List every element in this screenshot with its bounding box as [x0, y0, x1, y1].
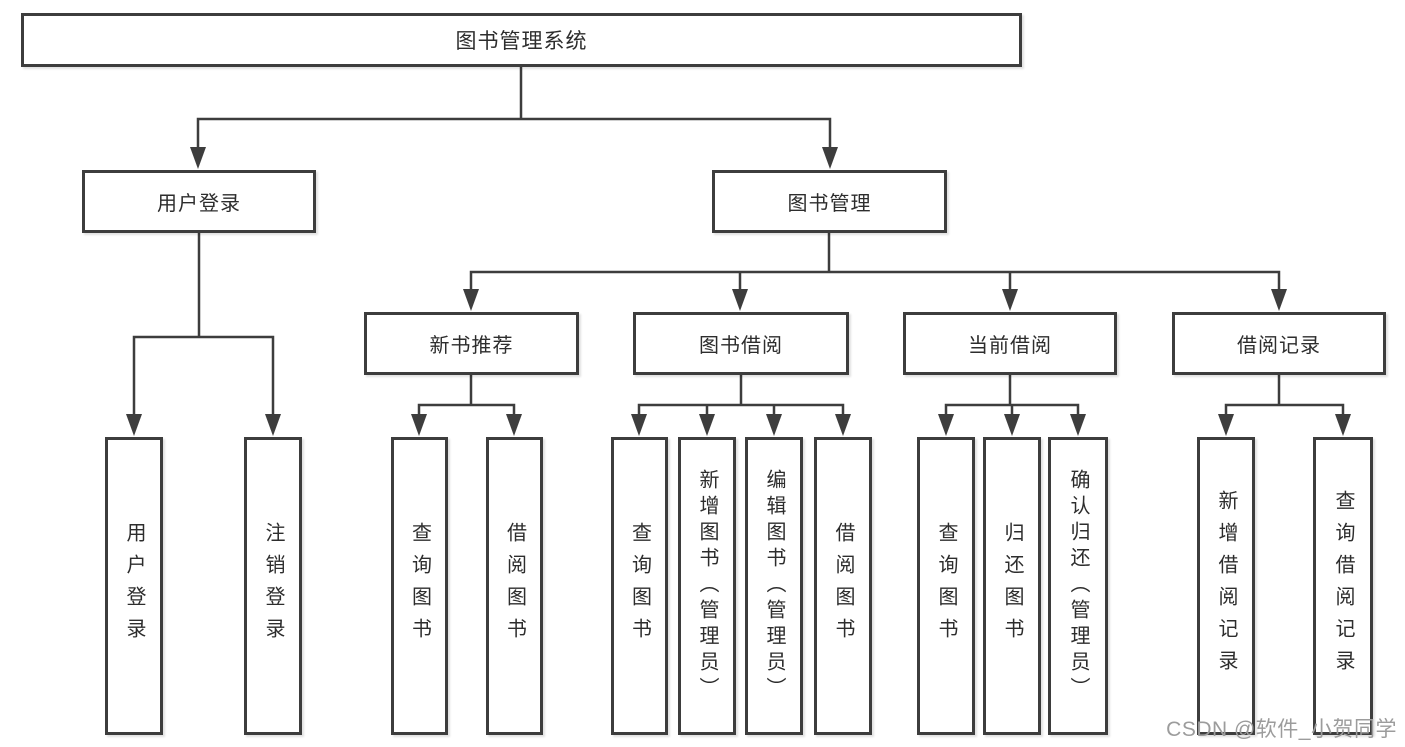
leaf-bb-edit-books-admin: 编辑图书（管理员） — [745, 437, 803, 735]
arrowhead — [1070, 414, 1086, 436]
node-label: 借阅图书 — [832, 522, 854, 650]
arrowhead — [699, 414, 715, 436]
node-label: 新增图书（管理员） — [696, 469, 718, 703]
node-label: 新增借阅记录 — [1215, 490, 1237, 682]
arrowhead — [822, 147, 838, 169]
leaf-bb-query-books: 查询图书 — [611, 437, 668, 735]
leaf-cb-return-books: 归还图书 — [983, 437, 1041, 735]
connector-new-book-to-children — [417, 372, 516, 418]
arrowhead — [631, 414, 647, 436]
node-label: 查询图书 — [935, 522, 957, 650]
arrowhead — [938, 414, 954, 436]
leaf-bb-borrow-books: 借阅图书 — [814, 437, 872, 735]
connector-user-login-to-children — [132, 230, 275, 418]
node-borrow-records: 借阅记录 — [1172, 312, 1386, 375]
node-label: 图书管理系统 — [455, 30, 588, 53]
arrowhead — [411, 414, 427, 436]
arrowhead — [835, 414, 851, 436]
connector-root-to-level2 — [196, 64, 832, 152]
leaf-br-add-record: 新增借阅记录 — [1197, 437, 1255, 735]
leaf-nb-borrow-books: 借阅图书 — [486, 437, 543, 735]
node-label: 当前借阅 — [968, 335, 1052, 357]
node-label: 用户登录 — [123, 522, 145, 650]
node-label: 查询图书 — [628, 522, 651, 650]
arrowhead — [766, 414, 782, 436]
connector-borrow-records-to-children — [1224, 372, 1345, 418]
node-new-book-recommend: 新书推荐 — [364, 312, 579, 375]
csdn-watermark: CSDN @软件_小贺同学 — [1166, 718, 1397, 741]
leaf-br-query-record: 查询借阅记录 — [1313, 437, 1373, 735]
node-label: 图书管理 — [787, 193, 872, 215]
node-label: 图书借阅 — [699, 335, 783, 357]
arrowhead — [1004, 414, 1020, 436]
arrowhead — [126, 414, 142, 436]
node-user-login: 用户登录 — [82, 170, 316, 233]
node-library-management-system: 图书管理系统 — [21, 13, 1022, 67]
arrowhead — [1335, 414, 1351, 436]
connector-book-management-to-level3 — [469, 230, 1281, 293]
arrowhead — [1271, 289, 1287, 311]
arrowhead — [190, 147, 206, 169]
node-book-management: 图书管理 — [712, 170, 947, 233]
node-label: 查询图书 — [408, 522, 431, 650]
arrowhead — [463, 289, 479, 311]
leaf-nb-query-books: 查询图书 — [391, 437, 448, 735]
node-label: 借阅记录 — [1237, 335, 1321, 357]
node-label: 新书推荐 — [429, 335, 514, 357]
node-label: 编辑图书（管理员） — [763, 469, 785, 703]
leaf-cb-query-books: 查询图书 — [917, 437, 975, 735]
arrowhead — [732, 289, 748, 311]
leaf-logout: 注销登录 — [244, 437, 302, 735]
node-label: 借阅图书 — [503, 522, 526, 650]
node-label: 确认归还（管理员） — [1067, 469, 1089, 703]
node-label: 查询借阅记录 — [1332, 490, 1354, 682]
connector-current-borrow-to-children — [944, 372, 1080, 418]
node-book-borrow: 图书借阅 — [633, 312, 849, 375]
node-label: 用户登录 — [157, 193, 241, 215]
node-current-borrow: 当前借阅 — [903, 312, 1117, 375]
arrowhead — [1218, 414, 1234, 436]
arrowhead — [265, 414, 281, 436]
arrowhead — [1002, 289, 1018, 311]
connector-book-borrow-to-children — [637, 372, 845, 418]
leaf-cb-confirm-return-admin: 确认归还（管理员） — [1048, 437, 1108, 735]
node-label: 归还图书 — [1001, 522, 1023, 650]
leaf-user-login: 用户登录 — [105, 437, 163, 735]
node-label: 注销登录 — [262, 522, 284, 650]
arrowhead — [506, 414, 522, 436]
leaf-bb-add-books-admin: 新增图书（管理员） — [678, 437, 736, 735]
